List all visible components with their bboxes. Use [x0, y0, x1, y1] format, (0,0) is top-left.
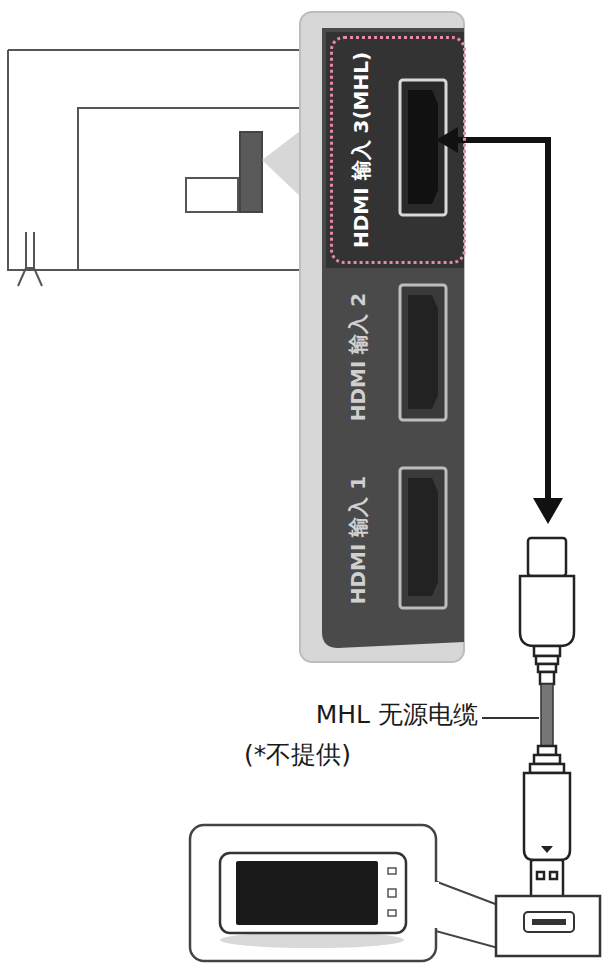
arrow-head: [533, 498, 563, 524]
tv-stand: [18, 232, 42, 286]
hdmi-port-group: HDMI 输入 3(MHL): [330, 36, 466, 264]
cable-label: MHL 无源电缆: [316, 700, 478, 730]
callout-pointer: [262, 128, 304, 200]
port-panel: [300, 12, 464, 662]
tv-port-block: [240, 132, 262, 212]
callout-join: [431, 882, 439, 928]
port-label: HDMI 输入 3(MHL): [348, 52, 375, 248]
micro-usb-plug: [524, 746, 570, 904]
port-highlight-ground: [326, 32, 464, 268]
arrow-head: [436, 127, 458, 153]
connection-arrow: [452, 140, 548, 500]
tv-edge: [8, 50, 78, 270]
phone-shadow: [220, 932, 404, 948]
phone: [220, 853, 406, 933]
port-panel-inner: [322, 28, 464, 648]
phone-callout: [190, 825, 436, 961]
port-label: HDMI 输入 1: [345, 476, 372, 605]
label-column: HDMI 输入 3(MHL): [333, 39, 389, 261]
hdmi-port-group: HDMI 输入 2: [330, 272, 466, 442]
port-label: HDMI 输入 2: [345, 293, 372, 422]
cable: [541, 684, 553, 746]
micro-usb-slot: [532, 919, 566, 925]
micro-usb-port: [524, 912, 574, 932]
leader-line: [482, 717, 539, 719]
label-column: HDMI 输入 2: [330, 272, 386, 442]
hdmi-port-group: HDMI 输入 1: [330, 452, 466, 628]
tv-port-plate: [186, 178, 238, 212]
plug-mark: [541, 846, 553, 853]
cable-label: (*不提供): [244, 740, 351, 770]
callout-pointer: [432, 880, 498, 948]
phone-port-box: [496, 896, 600, 956]
label-column: HDMI 输入 1: [330, 452, 386, 628]
hdmi-plug: [520, 538, 574, 684]
hdmi-ports: [400, 80, 446, 608]
tv-back: [8, 50, 300, 270]
